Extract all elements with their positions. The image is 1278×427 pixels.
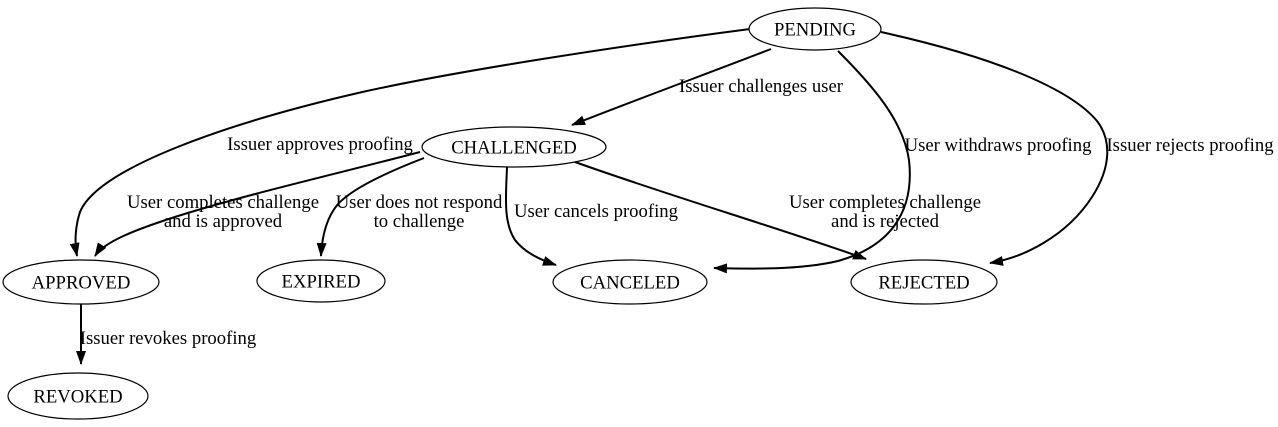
edge-label-pending-rejected: Issuer rejects proofing (1106, 135, 1273, 156)
node-revoked-shape (7, 372, 149, 420)
edge-challenged-rejected (574, 161, 867, 260)
edge-pending-challenged (571, 48, 772, 126)
node-revoked: REVOKED (7, 372, 149, 420)
node-expired-shape (256, 259, 386, 303)
edge-challenged-approved (94, 151, 421, 257)
node-rejected-shape (850, 259, 998, 305)
edge-label-challenged-canceled: User cancels proofing (514, 201, 678, 222)
edge-label-pending-challenged: Issuer challenges user (679, 76, 844, 97)
edge-label-pending-canceled: User withdraws proofing (905, 135, 1092, 156)
node-canceled: CANCELED (552, 259, 708, 305)
node-expired: EXPIRED (256, 259, 386, 303)
edge-pending-canceled (713, 50, 911, 274)
node-rejected-label: REJECTED (878, 273, 969, 294)
edge-label-pending-approved: Issuer approves proofing (227, 134, 413, 155)
node-expired-label: EXPIRED (282, 272, 361, 293)
node-approved: APPROVED (2, 259, 160, 305)
nodes-layer: PENDING CHALLENGED APPROVED EXPIRED CANCELED… (2, 7, 998, 420)
edge-pending-rejected (880, 31, 1109, 266)
node-challenged: CHALLENGED (421, 126, 607, 168)
node-pending-shape (748, 7, 882, 51)
edge-challenged-canceled (504, 166, 557, 266)
node-rejected: REJECTED (850, 259, 998, 305)
node-pending-label: PENDING (774, 20, 856, 41)
node-revoked-label: REVOKED (33, 387, 122, 408)
node-approved-label: APPROVED (32, 273, 131, 294)
edges-layer (69, 28, 1109, 365)
node-canceled-label: CANCELED (580, 273, 680, 294)
edge-pending-approved (69, 28, 751, 257)
node-pending: PENDING (748, 7, 882, 51)
node-approved-shape (2, 259, 160, 305)
node-challenged-shape (421, 126, 607, 168)
node-canceled-shape (552, 259, 708, 305)
node-challenged-label: CHALLENGED (451, 138, 577, 159)
edge-label-approved-revoked: Issuer revokes proofing (80, 328, 256, 349)
edge-challenged-expired (316, 157, 425, 257)
